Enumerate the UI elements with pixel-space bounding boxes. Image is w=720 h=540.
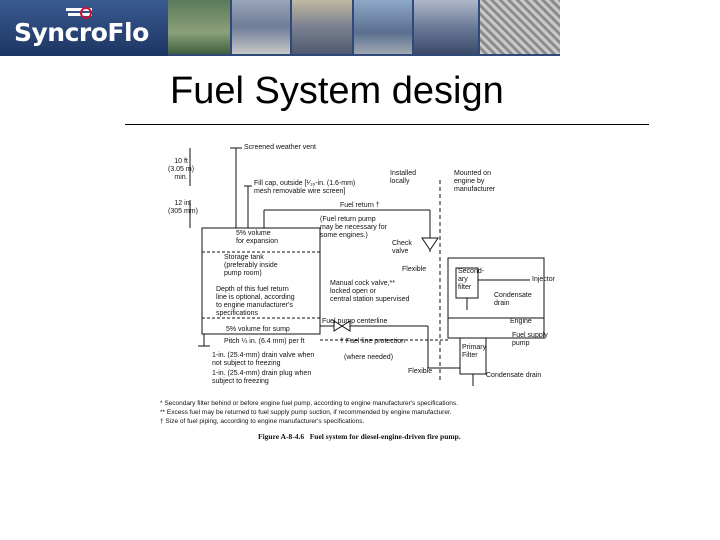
label-where-needed: (where needed): [344, 354, 394, 361]
logo-text: SyncroFlo: [14, 18, 149, 47]
label-flexible-top: Flexible: [402, 266, 427, 273]
label-check-valve: Check valve: [392, 240, 412, 255]
footnote-2: ** Excess fuel may be returned to fuel s…: [160, 409, 452, 416]
label-ten-ft: 10 ft (3.05 m) min.: [168, 158, 195, 181]
page-title: Fuel System design: [170, 70, 504, 112]
label-depth-return: Depth of this fuel return line is option…: [216, 286, 295, 317]
label-condensate-drain-bottom: Condensate drain: [486, 372, 542, 379]
label-injector: Injector: [532, 276, 555, 283]
label-fill-cap: Fill cap, outside [¹⁄₁₆-in. (1.6-mm) mes…: [254, 180, 356, 195]
banner-photo-3: [292, 0, 352, 54]
figure-caption: Figure A-8-4.6 Fuel system for diesel-en…: [258, 432, 461, 441]
label-flexible-bottom: Flexible: [408, 368, 433, 375]
banner-photo-4: [354, 0, 412, 54]
label-primary-filter: Primary Filter: [462, 344, 487, 359]
logo: SyncroFlo: [0, 0, 168, 56]
label-fuel-supply-pump: Fuel supply pump: [512, 332, 548, 347]
footnote-1: * Secondary filter behind or before engi…: [160, 400, 458, 407]
label-installed-locally: Installed locally: [390, 170, 417, 185]
banner-photo-2: [232, 0, 290, 54]
label-secondary-filter: Second- ary filter: [458, 268, 485, 291]
footnote-3: † Size of fuel piping, according to engi…: [160, 418, 365, 425]
label-condensate-drain-top: Condensate drain: [494, 292, 532, 307]
label-drain-valve: 1-in. (25.4-mm) drain valve when not sub…: [212, 352, 315, 367]
label-manual-cock: Manual cock valve,** locked open or cent…: [330, 280, 410, 303]
logo-mark-icon: [66, 7, 92, 19]
label-fuel-line-protection: † Fuel line protection: [340, 338, 405, 345]
fuel-system-diagram: Screened weather vent 10 ft (3.05 m) min…: [160, 140, 580, 450]
label-five-pct-sump: 5% volume for sump: [226, 326, 290, 333]
diagram-lines: [189, 147, 545, 386]
header-banner: SyncroFlo: [0, 0, 560, 56]
banner-photo-6: [480, 0, 560, 54]
banner-photo-1: [168, 0, 230, 54]
banner-photo-5: [414, 0, 478, 54]
label-engine: Engine: [510, 318, 532, 325]
label-drain-plug: 1-in. (25.4-mm) drain plug when subject …: [212, 370, 312, 385]
label-storage-tank: Storage tank (preferably inside pump roo…: [224, 254, 278, 277]
label-five-pct-expansion: 5% volume for expansion: [236, 230, 279, 245]
label-fuel-return-pump: (Fuel return pump may be necessary for s…: [320, 216, 387, 239]
label-pitch: Pitch ¼ in. (6.4 mm) per ft: [224, 338, 305, 345]
label-twelve-in: 12 in. (305 mm): [168, 200, 198, 215]
title-divider: [125, 124, 649, 125]
label-screened-vent: Screened weather vent: [244, 144, 316, 151]
label-fuel-pump-centerline: Fuel pump centerline: [322, 318, 388, 325]
label-fuel-return: Fuel return †: [340, 202, 380, 209]
label-mounted-on-engine: Mounted on engine by manufacturer: [454, 170, 496, 193]
